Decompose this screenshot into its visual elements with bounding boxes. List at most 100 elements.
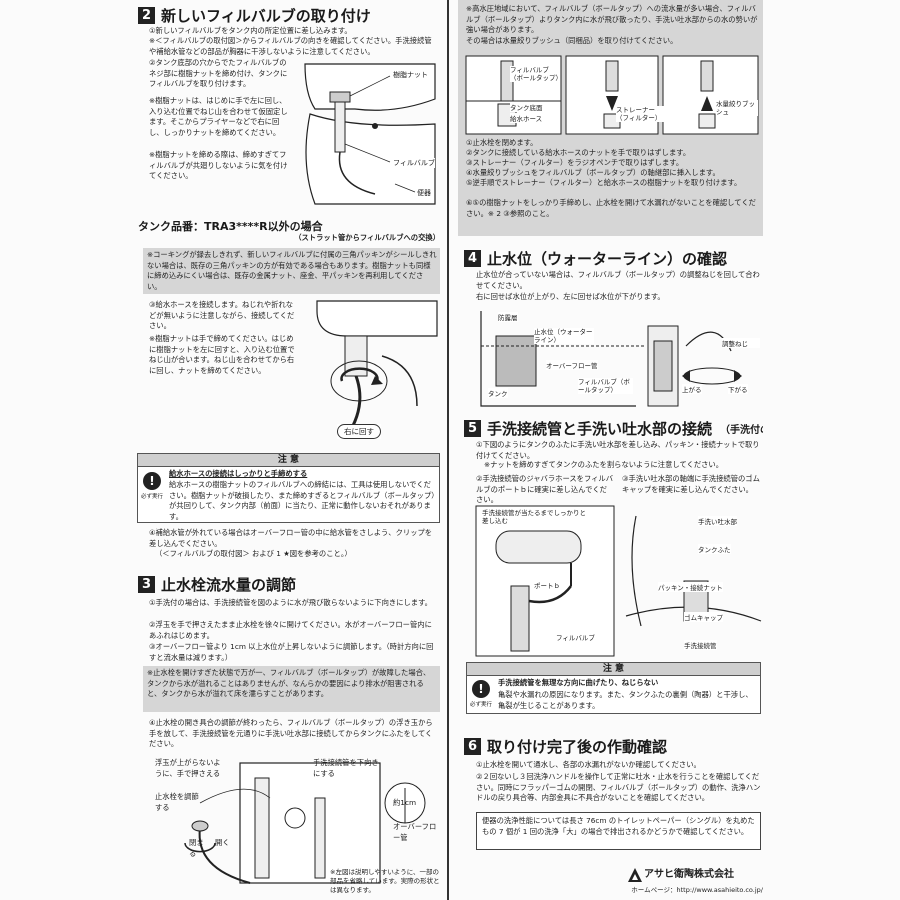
label-supply-hose: 給水ホース <box>510 113 543 123</box>
sec5-step3: ③手洗い吐水部の軸端に手洗接続管のゴムキャップを確実に差し込んでください。 <box>622 474 760 494</box>
label-overflow-pipe: オーバーフロー管 <box>546 360 598 370</box>
strainer-step5: ⑤逆手順でストレーナー（フィルター）と給水ホースの樹脂ナットを取り付けます。 <box>466 178 742 187</box>
label-fill-valve: フィルバルブ（ボールタップ） <box>510 66 562 82</box>
sec4-text1: 止水位が合っていない場合は、フィルバルブ（ボールタップ）の調整ねじを回して合わせ… <box>476 270 760 290</box>
hand-wash-connect-figure <box>475 505 762 657</box>
high-pressure-instruction: その場合は水量絞りブッシュ（同梱品）を取り付けてください。 <box>466 36 678 45</box>
section-title: 止水栓流水量の調節 <box>161 576 297 594</box>
label-wash-pipe: 手洗接続管 <box>684 640 717 650</box>
water-level-figure <box>480 311 742 407</box>
label-resin-nut: 樹脂ナット <box>393 70 428 80</box>
section-number: 4 <box>464 250 481 267</box>
tank-model-subtitle: （ストラット管からフィルバルブへの交換） <box>294 233 440 242</box>
sec3-step1: ①手洗付の場合は、手洗接続管を図のように水が飛び散らないように下向きにします。 <box>149 598 432 607</box>
left-column: 2 新しいフィルバルブの取り付け ①新しいフィルバルブをタンク内の所定位置に差し… <box>135 0 440 900</box>
label-close: 閉まる <box>189 838 204 858</box>
sec3-note-box <box>143 666 440 712</box>
label-adjust-screw: 調整ねじ <box>722 338 760 348</box>
homepage-url: ホームページ：http://www.asahieito.co.jp/ <box>631 886 763 894</box>
label-adjust-valve: 止水栓を調節する <box>155 792 199 812</box>
label-1cm: 約1cm <box>393 798 417 807</box>
caution-2-icon-label: 必ず実行 <box>470 702 493 708</box>
sec5-step1: ①下図のようにタンクのふたに手洗い吐水部を差し込み、パッキン・接続ナットで取り付… <box>476 440 760 460</box>
sec3-step3: ③オーバーフロー管より 1cm 以上水位が上昇しないように調節します。（時計方向… <box>149 642 434 662</box>
right-column: ※高水圧地域において、フィルバルブ（ボールタップ）への流水量が多い場合、フィルバ… <box>458 0 763 900</box>
label-tank-bottom: タンク底面 <box>510 102 543 112</box>
label-bush: 水量絞りブッシュ <box>716 100 758 116</box>
label-fill-valve: フィルバルブ <box>556 632 595 642</box>
caution-exclamation-icon: ! <box>143 472 161 490</box>
label-point-down: 手洗接続管を下向きにする <box>313 758 379 778</box>
strainer-step2: ②タンクに接続している給水ホースのナットを手で取りはずします。 <box>466 148 691 157</box>
section-number: 3 <box>138 576 155 593</box>
label-toilet: 便器 <box>417 188 431 198</box>
column-divider <box>447 0 449 900</box>
section-6-heading: 6 取り付け完了後の作動確認 <box>464 736 667 757</box>
section-5-heading: 5 手洗接続管と手洗い吐水部の接続 （手洗付のみ） <box>464 418 763 439</box>
section-title: 手洗接続管と手洗い吐水部の接続 <box>487 420 713 438</box>
label-insert-until: 手洗接続管が当たるまでしっかりと差し込む <box>482 509 592 525</box>
tank-model-title: タンク品番：TRA3****R以外の場合 <box>138 220 323 233</box>
label-fill-valve: フィルバルブ <box>393 158 435 168</box>
caution-2-title: 手洗接続管を無理な方向に曲げたり、ねじらない <box>498 678 659 687</box>
section-2-heading: 2 新しいフィルバルブの取り付け <box>138 5 371 26</box>
section-title: 取り付け完了後の作動確認 <box>487 738 668 756</box>
label-insulation: 防露層 <box>498 312 518 322</box>
label-rubber-cap: ゴムキャップ <box>684 612 723 622</box>
flush-test-note: 便器の洗浄性能については長さ 76cm のトイレットペーパー（シングル）を丸めた… <box>482 816 755 836</box>
sec6-step2: ②２回ないし３回洗浄ハンドルを操作して正常に吐水・止水を行うことを確認してくださ… <box>476 772 761 802</box>
section-number: 5 <box>464 420 481 437</box>
fill-valve-install-figure <box>304 63 436 205</box>
high-pressure-note: ※高水圧地域において、フィルバルブ（ボールタップ）への流水量が多い場合、フィルバ… <box>466 4 758 34</box>
caution-1-head: 注 意 <box>137 453 440 467</box>
coking-note: ※コーキングが録去しきれず、新しいフィルバルブに付属の三角パッキンがシールしきれ… <box>147 250 437 291</box>
sec2-step4-ref: （＜フィルバルブの取付図＞ および 1 ★図を参考のこと。） <box>155 549 352 558</box>
sec2-step1: ①新しいフィルバルブをタンク内の所定位置に差し込みます。 <box>149 26 352 35</box>
flow-adjust-figure <box>184 762 426 884</box>
label-fill-valve: フィルバルブ（ボールタップ） <box>578 378 633 394</box>
strainer-step4: ④水量絞りブッシュをフィルバルブ（ボールタップ）の軸継部に挿入します。 <box>466 168 720 177</box>
section-3-heading: 3 止水栓流水量の調節 <box>138 574 296 595</box>
label-packing-nut: パッキン・接続ナット <box>658 582 723 592</box>
sec2-step4: ④補給水管が外れている場合はオーバーフロー管の中に給水管をさしよう、クリップを差… <box>149 528 433 548</box>
coking-note-box <box>143 248 440 294</box>
caution-1-text: 給水ホースの樹脂ナットのフィルバルブへの締結には、工具は使用しないでください。樹… <box>169 480 435 521</box>
sec4-text2: 右に回せば水位が上がり、左に回せば水位が下がります。 <box>476 292 665 301</box>
tank-step3: ③給水ホースを接続します。ねじれや折れなどが無いように注意しながら、接続してくだ… <box>149 300 295 330</box>
label-strainer: ストレーナー（フィルター） <box>616 106 666 122</box>
company-name: アサヒ衛陶株式会社 <box>644 869 734 880</box>
sec2-note-nut: ※樹脂ナットは、はじめに手で左に回し、入り込む位置でねじ山を合わせて仮固定します… <box>149 96 288 137</box>
label-press-float: 浮玉が上がらないように、手で押さえる <box>155 758 221 778</box>
caution-2-head: 注 意 <box>466 662 761 676</box>
tank-note-nut: ※樹脂ナットは手で締めてください。はじめに樹脂ナットを左に回すと、入り込む位置で… <box>149 334 295 375</box>
section-subtitle: （手洗付のみ） <box>720 425 763 436</box>
label-tank: タンク <box>488 388 508 398</box>
tank-model-heading: タンク品番：TRA3****R以外の場合 <box>138 218 323 234</box>
sec5-step2: ②手洗接続管のジャバラホースをフィルバルブのポートｂに確実に差し込んでください。 <box>476 474 614 504</box>
label-up: 上がる <box>682 384 702 394</box>
caution-1-icon-label: 必ず実行 <box>141 494 164 500</box>
turn-right-pill: 右に回す <box>337 424 381 439</box>
figure-note: ※左図は説明しやすいように、一部の部品を省略しています。実際の形状とは異なります… <box>330 868 440 894</box>
section-4-heading: 4 止水位（ウォーターライン）の確認 <box>464 248 727 269</box>
sec2-note-tight: ※樹脂ナットを締める際は、締めすぎてフィルバルブが共廻りしないように気を付けてく… <box>149 150 288 180</box>
caution-2-text: 亀裂や水漏れの原因になります。また、タンクふたの裏側（陶器）と干渉し、亀裂が生じ… <box>498 690 753 710</box>
section-number: 6 <box>464 738 481 755</box>
sec3-step4: ④止水栓の開き具合の調節が終わったら、フィルバルブ（ボールタップ）の浮き玉から手… <box>149 718 433 748</box>
sec3-note: ※止水栓を開けすぎた状態で万が一、フィルバルブ（ボールタップ）が故障した場合、タ… <box>147 668 431 698</box>
sec2-step2: ②タンク底部の穴からでたフィルバルブのネジ部に樹脂ナットを締め付け、タンクにフィ… <box>149 58 288 88</box>
label-port-b: ポートｂ <box>534 580 560 590</box>
sec5-step1-note: ※ナットを締めすぎてタンクのふたを割らないように注意してください。 <box>484 460 724 469</box>
section-title: 新しいフィルバルブの取り付け <box>161 7 371 25</box>
label-tank-lid: タンクふた <box>698 544 731 554</box>
caution-1-title: 給水ホースの接続はしっかりと手締めする <box>169 469 308 478</box>
company-logo-icon <box>628 868 642 882</box>
label-water-line: 止水位（ウォーターライン） <box>534 328 594 344</box>
caution-1-body <box>137 467 440 523</box>
turn-right-label: 右に回す <box>337 424 381 439</box>
sec6-step1: ①止水栓を開いて通水し、各部の水漏れがないか確認してください。 <box>476 760 701 769</box>
strainer-step1: ①止水栓を閉めます。 <box>466 138 538 147</box>
label-spout: 手洗い吐水部 <box>698 516 737 526</box>
flush-test-box <box>476 812 761 850</box>
